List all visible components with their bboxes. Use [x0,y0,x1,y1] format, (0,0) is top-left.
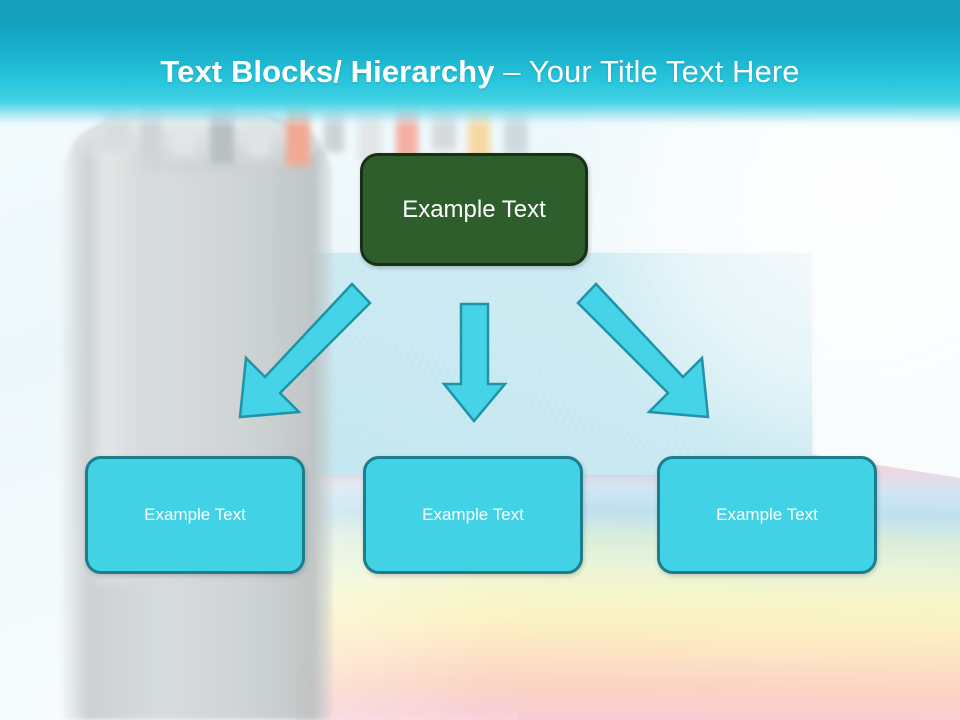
page-title-bold: Text Blocks/ Hierarchy [160,54,495,89]
page-title: Text Blocks/ Hierarchy – Your Title Text… [0,52,960,92]
hierarchy-child-node-1[interactable]: Example Text [85,456,305,574]
hierarchy-child-label-1: Example Text [144,505,246,524]
hierarchy-child-node-2[interactable]: Example Text [363,456,583,574]
hierarchy-child-label-2: Example Text [422,505,524,524]
background-glow [540,96,960,456]
page-title-light: Your Title Text Here [528,54,800,89]
hierarchy-child-label-3: Example Text [716,505,818,524]
page-title-separator: – [494,54,529,89]
hierarchy-root-node[interactable]: Example Text [360,153,588,266]
hierarchy-child-node-3[interactable]: Example Text [657,456,877,574]
hierarchy-root-label: Example Text [402,195,546,223]
